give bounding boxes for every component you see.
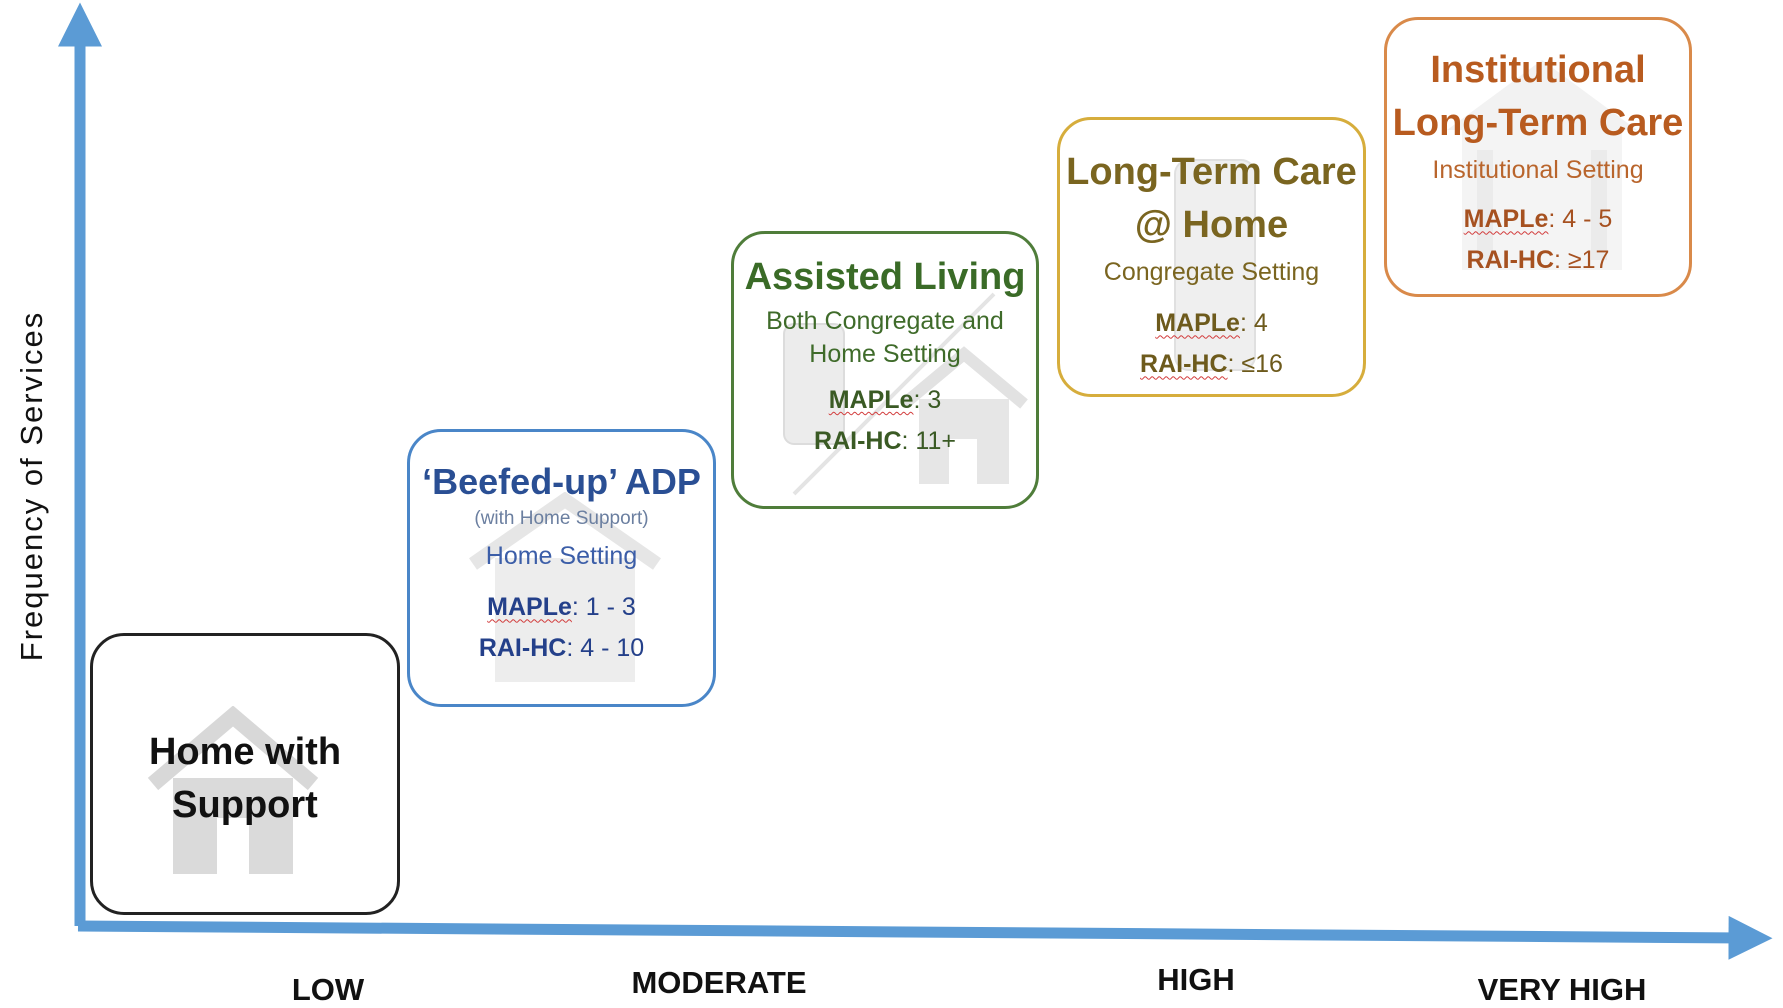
maple-value: : 4 — [1239, 309, 1268, 338]
rai-hc-value: : ≤16 — [1227, 350, 1283, 379]
rai-hc-value: : ≥17 — [1554, 246, 1610, 275]
box-home-with-support: Home with Support — [90, 633, 400, 915]
x-axis — [77, 915, 1773, 960]
maple-score: MAPLe: 3 — [734, 386, 1036, 415]
maple-label: MAPLe — [487, 593, 572, 622]
maple-label: MAPLe — [828, 386, 914, 415]
rai-hc-label: RAI-HC — [1466, 246, 1555, 275]
maple-label: MAPLe — [1463, 205, 1549, 234]
box-setting: Home Setting — [485, 542, 638, 571]
x-axis-label-moderate: MODERATE — [631, 965, 807, 1000]
box-assisted-living: Assisted Living Both Congregate and Home… — [731, 231, 1039, 509]
box-beefed-up-adp: ‘Beefed-up’ ADP (with Home Support) Home… — [407, 429, 716, 707]
box-setting: Both Congregate and Home Setting — [766, 306, 1004, 369]
box-institutional-long-term-care: Institutional Long-Term Care Institution… — [1384, 17, 1692, 297]
box-title: Long-Term Care @ Home — [1066, 151, 1357, 247]
box-title: Institutional Long-Term Care — [1392, 49, 1684, 145]
y-axis-label: Frequency of Services — [14, 310, 49, 662]
maple-value: : 3 — [913, 386, 942, 415]
box-title: Home with Support — [148, 731, 342, 827]
maple-value: : 4 - 5 — [1548, 205, 1613, 234]
rai-hc-value: : 11+ — [901, 427, 956, 456]
rai-hc-score: RAI-HC: 11+ — [734, 427, 1036, 456]
maple-score: MAPLe: 4 — [1060, 309, 1363, 338]
box-title: ‘Beefed-up’ ADP — [422, 461, 701, 502]
rai-hc-label: RAI-HC — [1140, 350, 1228, 379]
rai-hc-value: : 4 - 10 — [566, 634, 645, 663]
maple-score: MAPLe: 4 - 5 — [1387, 205, 1689, 234]
x-axis-label-very-high: VERY HIGH — [1477, 972, 1647, 1007]
rai-hc-label: RAI-HC — [478, 634, 567, 663]
box-title: Assisted Living — [744, 256, 1026, 298]
x-axis-label-high: HIGH — [1157, 962, 1235, 997]
box-long-term-care-at-home: Long-Term Care @ Home Congregate Setting… — [1057, 117, 1366, 397]
rai-hc-score: RAI-HC: 4 - 10 — [410, 634, 713, 663]
box-setting: Institutional Setting — [1432, 156, 1644, 185]
maple-label: MAPLe — [1155, 309, 1240, 338]
x-axis-label-low: LOW — [291, 972, 365, 1007]
maple-value: : 1 - 3 — [571, 593, 636, 622]
maple-score: MAPLe: 1 - 3 — [410, 593, 713, 622]
box-setting: Congregate Setting — [1103, 258, 1320, 287]
rai-hc-score: RAI-HC: ≤16 — [1060, 350, 1363, 379]
rai-hc-score: RAI-HC: ≥17 — [1387, 246, 1689, 275]
rai-hc-label: RAI-HC — [814, 427, 902, 456]
box-note: (with Home Support) — [474, 508, 649, 530]
